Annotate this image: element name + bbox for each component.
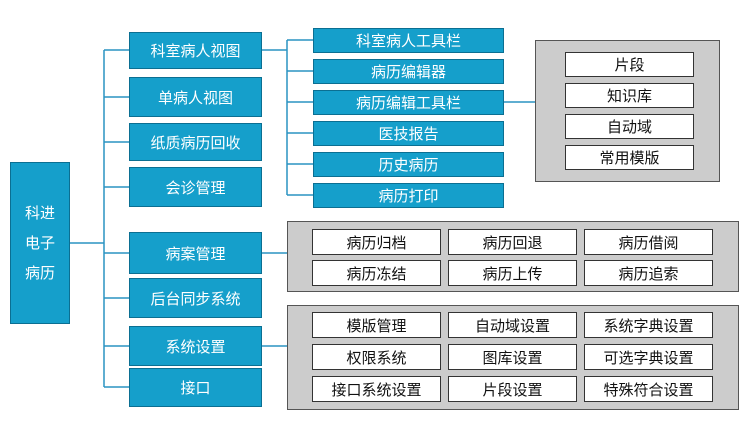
module-record-management: 病案管理 <box>129 232 262 274</box>
module-single-patient-view: 单病人视图 <box>129 77 262 117</box>
record-item-archive: 病历归档 <box>312 229 441 255</box>
settings-item-system-dictionary: 系统字典设置 <box>584 312 713 338</box>
module-paper-record-recall: 纸质病历回收 <box>129 123 262 161</box>
record-item-borrow: 病历借阅 <box>584 229 713 255</box>
view-item-dept-patient-toolbar: 科室病人工具栏 <box>313 28 504 53</box>
root-node: 科进 电子 病历 <box>10 162 70 324</box>
module-system-settings: 系统设置 <box>129 326 262 366</box>
module-interface: 接口 <box>129 368 262 407</box>
settings-item-optional-dictionary: 可选字典设置 <box>584 344 713 370</box>
root-line-2: 电子 <box>24 234 55 252</box>
toolbar-item-common-template: 常用模版 <box>565 145 694 170</box>
root-line-3: 病历 <box>24 264 55 282</box>
record-item-rollback: 病历回退 <box>448 229 577 255</box>
settings-item-auto-field-settings: 自动域设置 <box>448 312 577 338</box>
module-dept-patient-view: 科室病人视图 <box>129 32 262 69</box>
module-background-sync: 后台同步系统 <box>129 278 262 318</box>
record-item-upload: 病历上传 <box>448 260 577 286</box>
toolbar-item-auto-field: 自动域 <box>565 114 694 139</box>
settings-item-permission-system: 权限系统 <box>312 344 441 370</box>
view-item-editor-toolbar: 病历编辑工具栏 <box>313 90 504 115</box>
record-item-freeze: 病历冻结 <box>312 260 441 286</box>
settings-item-template-management: 模版管理 <box>312 312 441 338</box>
settings-item-gallery-settings: 图库设置 <box>448 344 577 370</box>
root-line-1: 科进 <box>24 204 55 222</box>
view-item-record-editor: 病历编辑器 <box>313 59 504 84</box>
view-item-medical-tech-report: 医技报告 <box>313 121 504 146</box>
settings-item-fragment-settings: 片段设置 <box>448 376 577 402</box>
view-item-history-records: 历史病历 <box>313 152 504 177</box>
settings-item-interface-system: 接口系统设置 <box>312 376 441 402</box>
toolbar-item-fragment: 片段 <box>565 52 694 77</box>
settings-item-special-symbols: 特殊符合设置 <box>584 376 713 402</box>
view-item-record-print: 病历打印 <box>313 183 504 208</box>
module-consultation-management: 会诊管理 <box>129 167 262 207</box>
record-item-retrieve: 病历追索 <box>584 260 713 286</box>
toolbar-item-knowledge-base: 知识库 <box>565 83 694 108</box>
